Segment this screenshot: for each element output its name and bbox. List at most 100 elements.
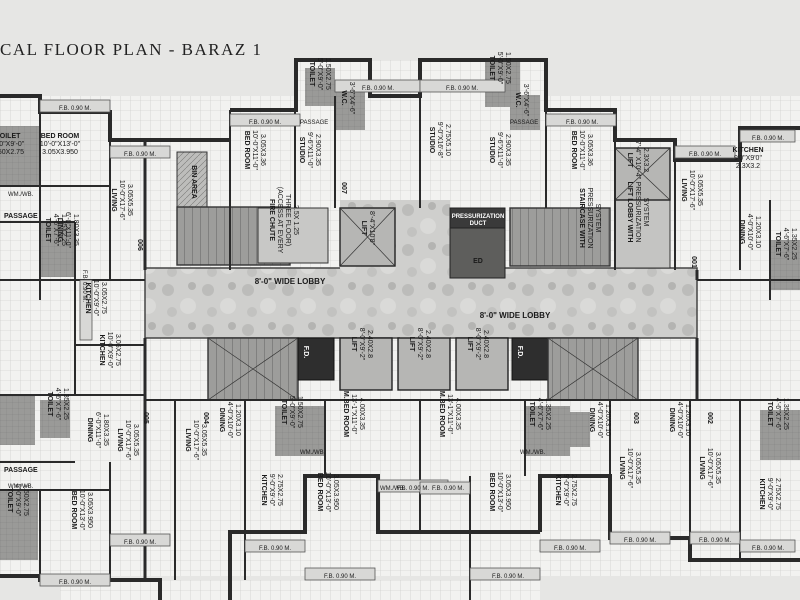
m-bed-room-label: 4.00X3.35 — [358, 398, 365, 430]
living-label: 10'-0"X17'-6" — [626, 448, 633, 489]
passage-label: PASSAGE — [4, 467, 38, 474]
toilet-label: 5'-0"X9'-0" — [0, 141, 25, 148]
walls — [0, 58, 800, 600]
toilet-label: 4'-6"X7'-6" — [52, 214, 59, 247]
studio-label: STUDIO — [298, 137, 305, 164]
fb-label: F.B. 0.90 M. — [81, 270, 87, 302]
dining-label: 4'-0"X10'-0" — [596, 402, 603, 439]
toilet-label: TOILET — [0, 133, 21, 140]
toilet-label: 4'-6"X7'-6" — [536, 398, 543, 431]
toilet-label: 5'-0"X9'-0" — [496, 52, 503, 85]
toilet-label: 1.35X2.25 — [60, 214, 67, 246]
fb-label: F.B. 0.90 M. — [752, 546, 784, 552]
dining-label: DINING — [588, 408, 595, 433]
fb-label: F.B. 0.90 M. — [689, 152, 721, 158]
bed-room-label: 10'-0"X13'-0" — [324, 472, 331, 513]
lift-label: 8'-0"X9'-2" — [474, 328, 481, 361]
lift-label: 8'-4"X10'8" — [368, 211, 375, 246]
studio-label: STUDIO — [488, 137, 495, 164]
kitchen-label: 10'-0"X9'-0" — [92, 280, 99, 317]
fb-label: F.B. 0.90 M. — [324, 574, 356, 580]
dining-label: 1.80X3.35 — [102, 414, 109, 446]
kitchen-label: 3.05X2.75 — [100, 282, 107, 314]
toilet-label: TOILET — [308, 62, 315, 87]
wm-wb-label: WM./WB. — [8, 484, 34, 490]
living-label: LIVING — [110, 188, 117, 212]
toilet-label: 1.50X2.75 — [22, 484, 29, 516]
bed-room-label: 10'-0"X11'-0" — [578, 130, 585, 170]
lift-lobby-system — [614, 199, 671, 269]
dining-label: DINING — [668, 408, 675, 433]
dining-label: 1.80X3.35 — [72, 214, 79, 246]
fire-chute-label: 2.5X 1.25 — [292, 205, 299, 235]
fb-label: F.B. 0.90 M. — [59, 106, 91, 112]
living-label: 10'-0"X17'-6" — [706, 448, 713, 489]
living-label: LIVING — [698, 456, 705, 480]
kitchen-label: 9'-0"X9'-0" — [562, 474, 569, 507]
m-bed-room-label: 4.00X3.35 — [454, 398, 461, 430]
unit-number: 001 — [690, 256, 697, 268]
bed-room-label: 10'-0"X13'-0" — [78, 490, 85, 531]
living-label: LIVING — [184, 428, 191, 452]
bed-room-label: 3.05X3.950 — [332, 474, 339, 510]
fb-label: F.B. 0.90 M. — [566, 120, 598, 126]
ed-shaft — [449, 227, 506, 279]
dining-label: 4'-0"X10'-0" — [226, 402, 233, 439]
bed-room-label: 3.05X3.950 — [504, 474, 511, 510]
pressurization-duct-label: PRESSURIZATION — [452, 214, 505, 220]
lift-label: 2.40X2.8 — [482, 330, 489, 358]
kitchen-label: 9'0"X9'0" — [734, 155, 762, 162]
lift-label: 8'-0"X9'-2" — [416, 328, 423, 361]
living-label: 10'-0"X17'-6" — [118, 180, 125, 221]
fb-label: F.B. 0.90 M. — [432, 486, 464, 492]
unit-number: 003 — [632, 412, 639, 424]
fb-label: F.B. 0.90 M. — [492, 574, 524, 580]
bed-room-label: 3.05X3.36 — [586, 134, 593, 166]
fb-label: F.B. 0.90 M. — [124, 540, 156, 546]
toilet-label: TOILET — [6, 488, 13, 513]
fb-label: F.B. 0.90 M. — [752, 136, 784, 142]
bed-room-label: BED ROOM — [488, 473, 495, 512]
wm-wb-label: WM./WB. — [8, 192, 34, 198]
toilet-label: 1.50X2.75 — [324, 58, 331, 90]
lift-label: 2.40X2.8 — [366, 330, 373, 358]
fb-label: F.B. 0.90 M. — [397, 486, 429, 492]
kitchen-label: KITCHEN — [732, 147, 763, 154]
fb-label: F.B. 0.90 M. — [59, 580, 91, 586]
kitchen-label: KITCHEN — [260, 474, 267, 505]
dining-label: 6'-0"X11'-0" — [64, 212, 71, 248]
lift-lobby-label: SYSTEM — [642, 198, 649, 227]
toilet-label: 5'-0"X9'-0" — [316, 58, 323, 91]
m-bed-room-label: M.BED ROOM — [342, 391, 349, 437]
living-label: LIVING — [680, 178, 687, 202]
living-label: 3.05X5.35 — [132, 424, 139, 456]
toilet-label: TOILET — [774, 232, 781, 257]
lift-label: 7'-4" X10'-4" — [634, 141, 641, 180]
toilet-label: 1.35X2.25 — [544, 398, 551, 430]
kitchen-label: 3.05X2.75 — [114, 334, 121, 366]
bed-room-label: 3.05X3.950 — [86, 492, 93, 528]
lift-label: LIFT — [408, 337, 415, 352]
kitchen-label: 2.75X2.75 — [570, 474, 577, 506]
lift-label: LIFT — [350, 337, 357, 352]
dining-label: 4'-0"X10'-0" — [746, 214, 753, 251]
living-label: 10'-0"X17'-6" — [192, 420, 199, 461]
living-label: 10'-0"X17'-6" — [688, 170, 695, 211]
wc-label: W.C. — [340, 90, 347, 105]
lift-label: LIFT — [360, 221, 367, 236]
dining-label: DINING — [738, 220, 745, 245]
pressurization-duct-label: DUCT — [470, 221, 487, 227]
toilet-label: TOILET — [44, 218, 51, 243]
kitchen-label: 2.75X2.75 — [774, 478, 781, 510]
staircase-label: SYSTEM — [594, 204, 601, 233]
wet-areas — [0, 62, 800, 560]
bed-room-label: 10'-0"X13'-0" — [496, 472, 503, 513]
studio-label: 9'-6"X11'-0" — [496, 132, 503, 168]
living-label: 3.05X5.35 — [126, 184, 133, 216]
dining-label: 1.20X3.10 — [604, 404, 611, 436]
studio-label: 2.75X5.10 — [444, 124, 451, 156]
unit-number: 006 — [136, 239, 143, 251]
bed-room-label: 3.05X3.950 — [42, 149, 78, 156]
wm-wb-label: WM./WB. — [300, 450, 326, 456]
